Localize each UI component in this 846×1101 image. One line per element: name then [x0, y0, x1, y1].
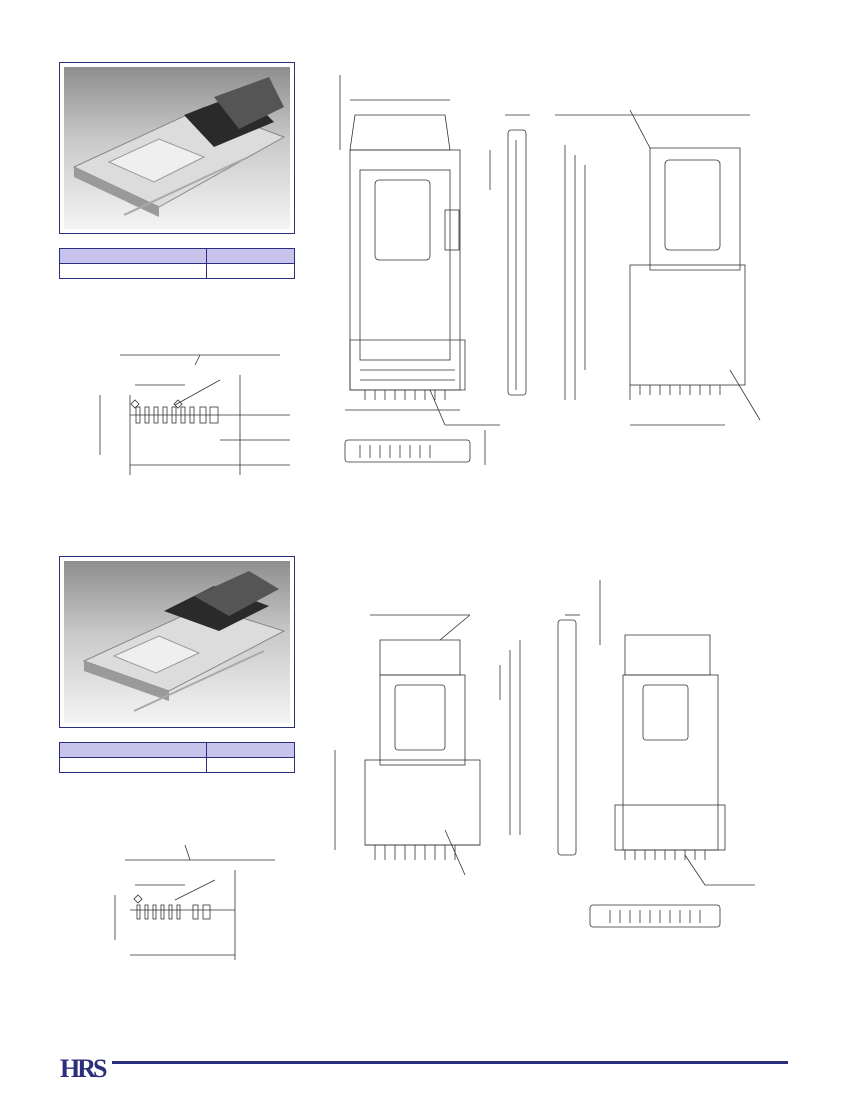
spec-table-row [59, 757, 295, 773]
footer-rule [112, 1061, 788, 1064]
pcb-footprint-drawing-1 [99, 354, 290, 475]
spec-cell [59, 757, 207, 773]
connector-render-1 [72, 77, 286, 217]
spec-table-header [59, 742, 295, 758]
technical-drawing-1 [339, 75, 761, 465]
spec-table-header [59, 248, 295, 264]
spec-cell [59, 263, 207, 279]
spec-header-cell [206, 742, 295, 758]
spec-table-row [59, 263, 295, 279]
hrs-logo: HRS [60, 1054, 108, 1083]
pcb-footprint-drawing-2 [114, 844, 275, 960]
spec-cell [206, 757, 295, 773]
product-photo-1 [59, 62, 295, 234]
spec-header-cell [59, 248, 207, 264]
spec-header-cell [59, 742, 207, 758]
spec-table-2 [59, 742, 295, 773]
spec-header-cell [206, 248, 295, 264]
product-photo-2 [59, 556, 295, 728]
spec-table-1 [59, 248, 295, 279]
technical-drawing-2 [334, 580, 755, 928]
connector-render-2 [82, 571, 286, 712]
spec-cell [206, 263, 295, 279]
